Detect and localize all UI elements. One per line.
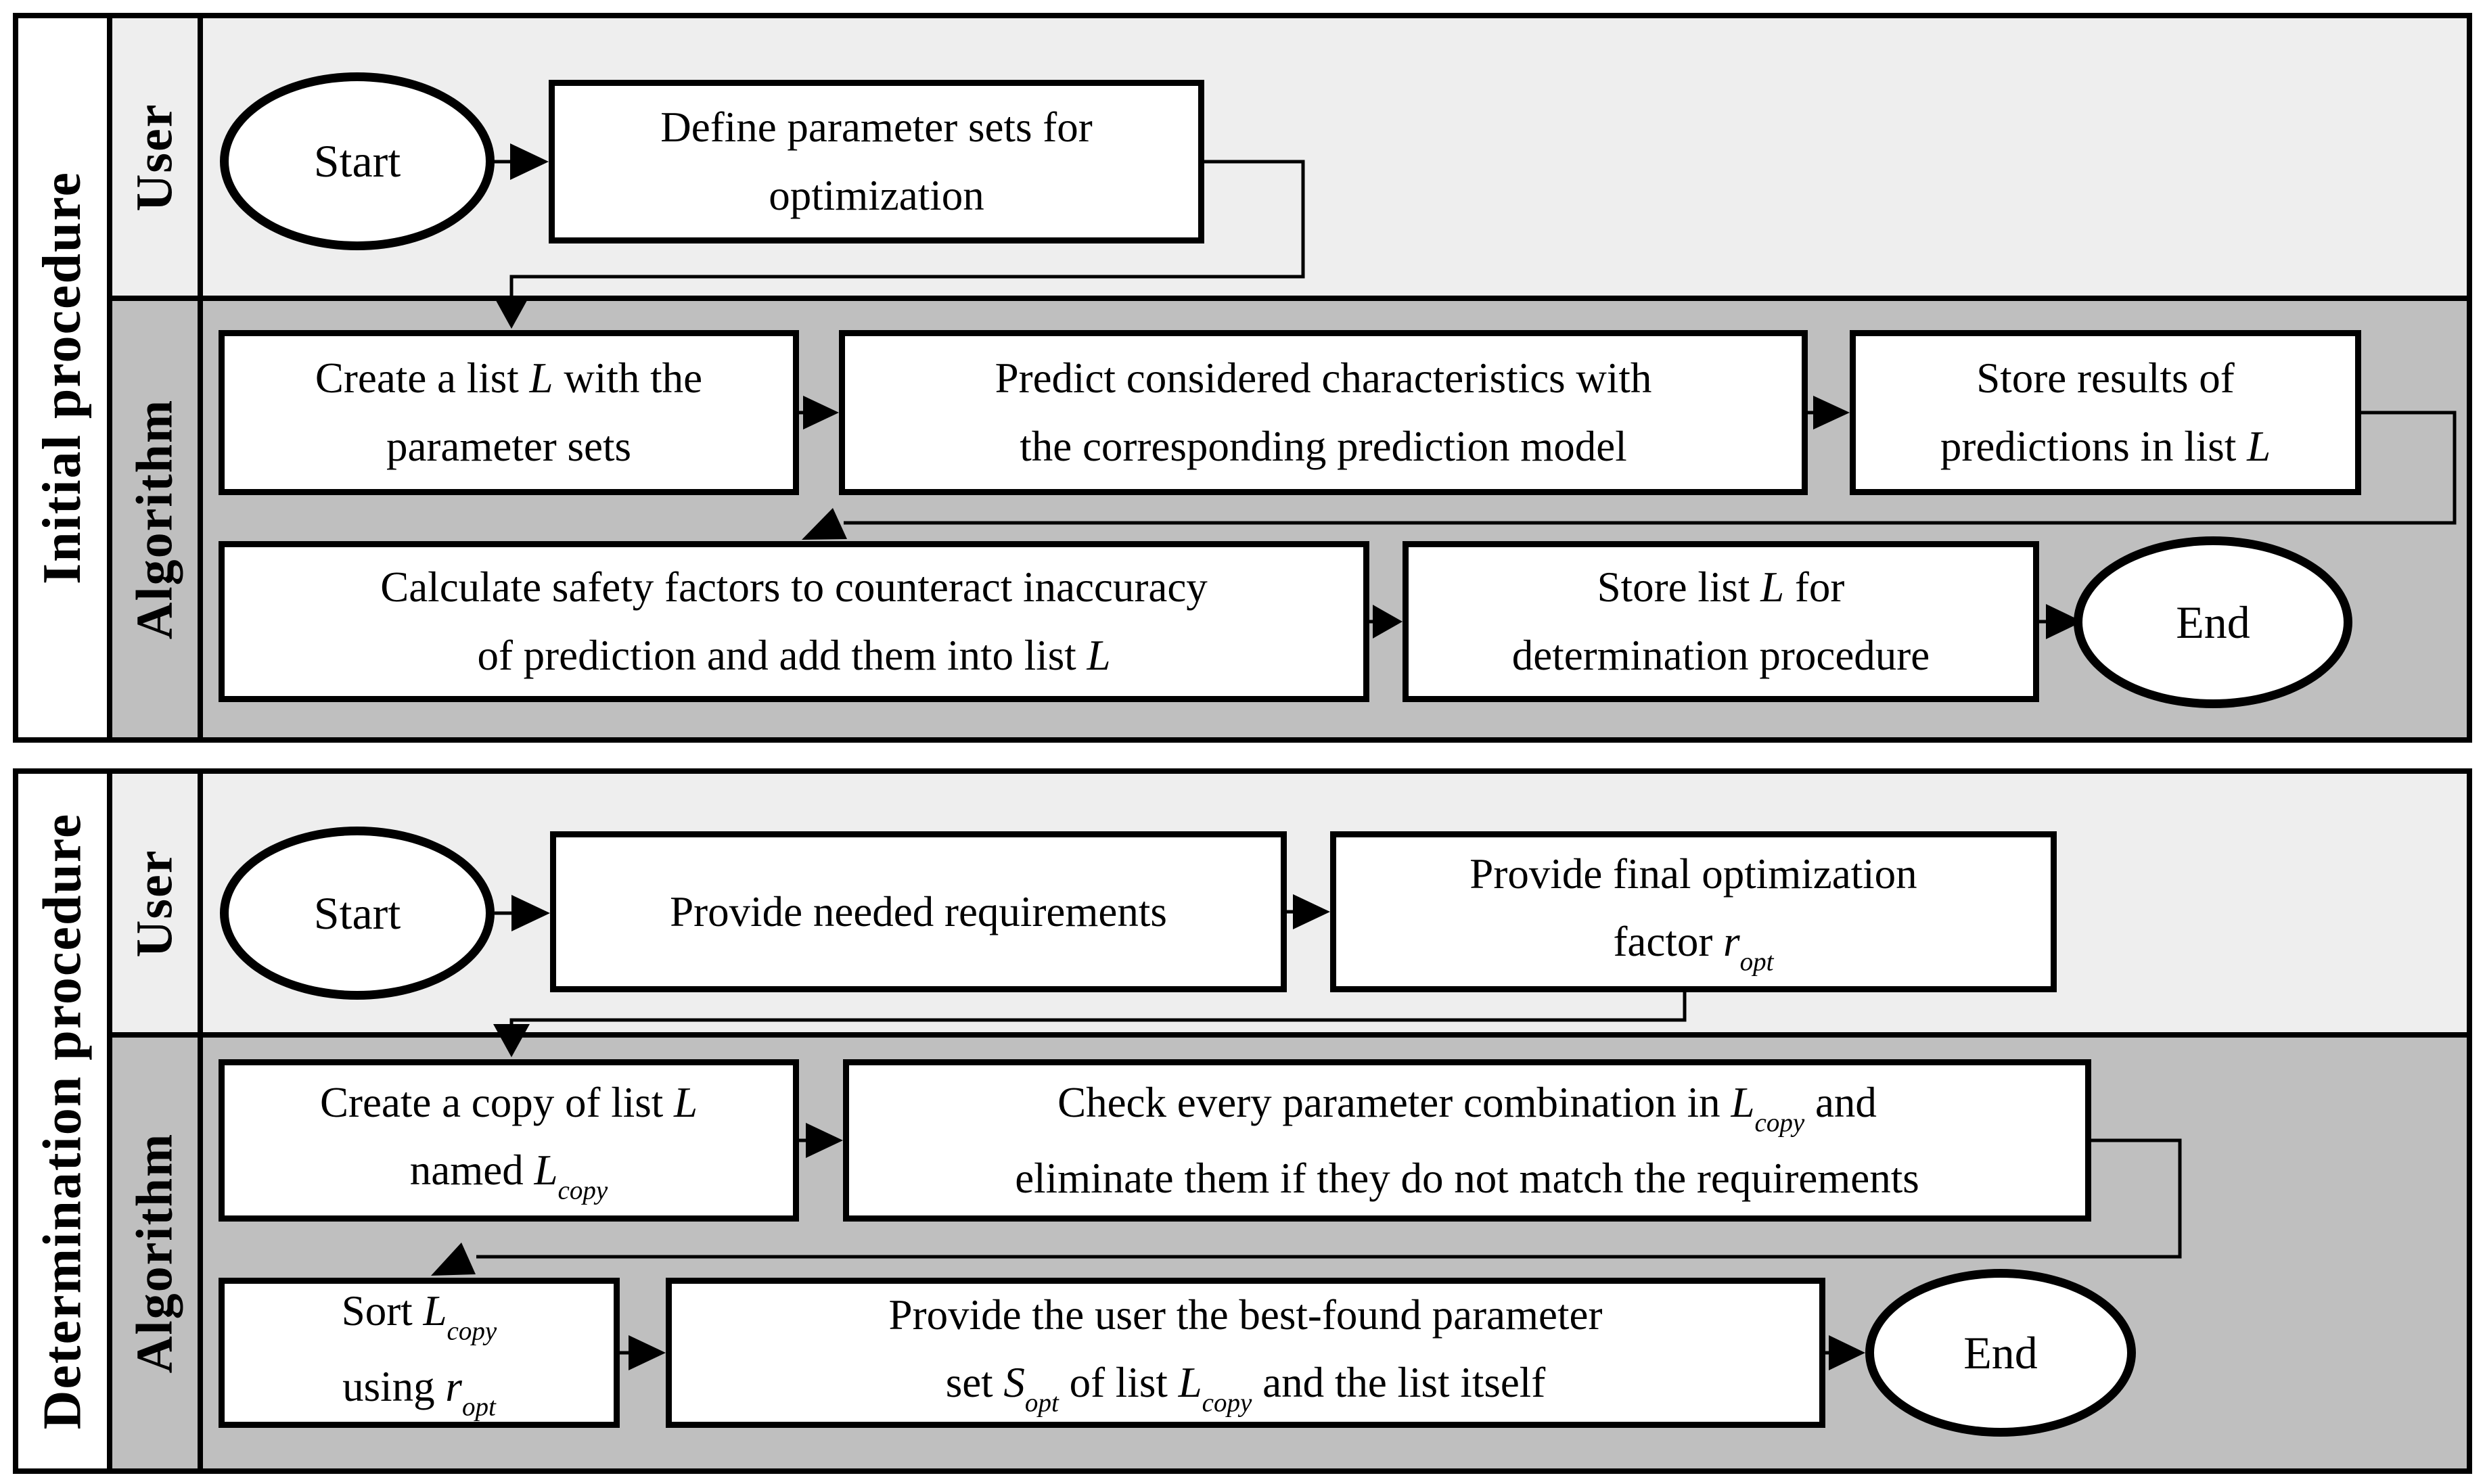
algorithm-lane-label-initial: Algorithm	[112, 301, 203, 737]
determination-procedure-title-cell: Determination procedure	[18, 774, 112, 1468]
start-node-initial: Start	[220, 72, 495, 250]
user-lane-label-initial: User	[112, 18, 203, 296]
lane-divider-initial	[107, 296, 2467, 301]
start-label-initial: Start	[313, 135, 401, 187]
determination-procedure-title: Determination procedure	[32, 812, 92, 1430]
calculate-safety-factors-box: Calculate safety factors to counteract i…	[219, 541, 1369, 702]
check-combinations-box: Check every parameter combination in Lco…	[843, 1059, 2091, 1222]
end-label-determination: End	[1963, 1326, 2038, 1378]
provide-best-parameter-box: Provide the user the best-found paramete…	[666, 1278, 1825, 1428]
user-lane-label-determination: User	[112, 774, 203, 1032]
user-lane-initial	[203, 18, 2467, 296]
lane-divider-determination	[107, 1032, 2467, 1038]
user-lane-label-text-initial: User	[126, 103, 183, 211]
initial-procedure-title-cell: Initial procedure	[18, 18, 112, 737]
start-label-determination: Start	[313, 887, 401, 939]
end-label-initial: End	[2176, 596, 2250, 648]
end-node-initial: End	[2074, 536, 2352, 708]
end-node-determination: End	[1865, 1269, 2136, 1437]
provide-requirements-box: Provide needed requirements	[550, 831, 1287, 992]
start-node-determination: Start	[220, 827, 495, 1000]
algorithm-lane-label-determination: Algorithm	[112, 1038, 203, 1468]
initial-procedure-title: Initial procedure	[32, 170, 93, 585]
user-lane-label-text-determination: User	[126, 849, 183, 957]
algorithm-lane-label-text-initial: Algorithm	[126, 398, 183, 640]
algorithm-lane-label-text-determination: Algorithm	[126, 1132, 183, 1374]
